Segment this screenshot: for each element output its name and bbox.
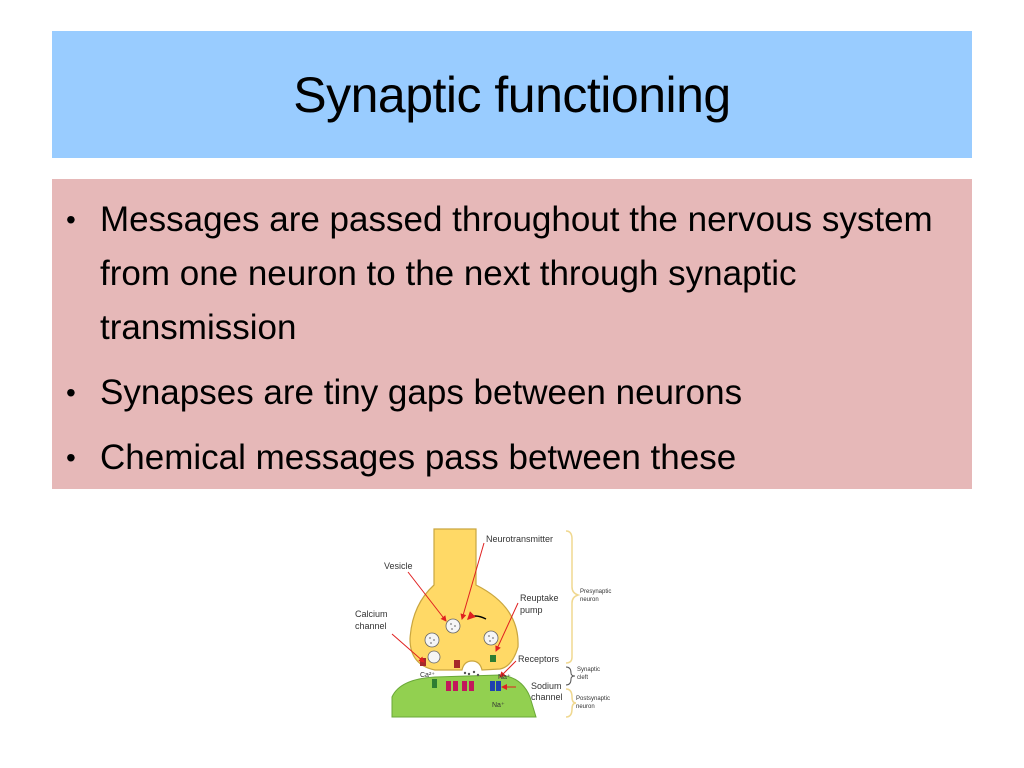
label-cleft-1: Synaptic [577, 667, 600, 673]
label-presynaptic-1: Presynaptic [580, 589, 611, 595]
label-cleft-2: cleft [577, 675, 588, 681]
label-reuptake-2: pump [520, 605, 543, 615]
bullet-text-2: Synapses are tiny gaps between neurons [100, 373, 743, 412]
bullet-dot-icon: • [66, 442, 76, 473]
label-receptors: Receptors [518, 654, 560, 664]
label-calcium-2: channel [355, 621, 387, 631]
label-sodium-2: channel [531, 692, 563, 702]
bullet-text-3: Chemical messages pass between these [100, 438, 737, 477]
label-vesicle: Vesicle [384, 561, 413, 571]
content-box: • Messages are passed throughout the ner… [52, 179, 972, 489]
title-box: Synaptic functioning [52, 31, 972, 158]
bullet-text-1: Messages are passed throughout the nervo… [100, 200, 933, 347]
pointer-lines [391, 542, 519, 690]
synapse-diagram-svg: Neurotransmitter Vesicle Calcium channel… [355, 528, 611, 718]
label-calcium-1: Calcium [355, 609, 388, 619]
label-reuptake-1: Reuptake [520, 593, 559, 603]
label-neurotransmitter: Neurotransmitter [486, 534, 553, 544]
bullet-dot-icon: • [66, 377, 76, 408]
bullet-dot-icon: • [66, 204, 76, 235]
label-sodium-1: Sodium [531, 681, 562, 691]
vesicle-icons [424, 618, 499, 664]
presynaptic-terminal-shape [409, 528, 519, 671]
label-na-2: Na⁺ [492, 702, 505, 709]
bullet-item-3: • Chemical messages pass between these [62, 431, 952, 485]
bullet-item-1: • Messages are passed throughout the ner… [62, 193, 952, 355]
region-brace [565, 530, 581, 664]
slide-title: Synaptic functioning [293, 66, 731, 123]
bullet-list: • Messages are passed throughout the ner… [62, 193, 952, 485]
bullet-item-2: • Synapses are tiny gaps between neurons [62, 366, 952, 420]
label-postsynaptic-2: neuron [576, 704, 595, 710]
label-postsynaptic-1: Postsynaptic [576, 696, 610, 702]
synapse-diagram: Neurotransmitter Vesicle Calcium channel… [350, 527, 620, 721]
label-presynaptic-2: neuron [580, 597, 599, 603]
label-na-1: Na⁺ [498, 674, 511, 681]
label-ca: Ca²⁺ [420, 672, 435, 679]
